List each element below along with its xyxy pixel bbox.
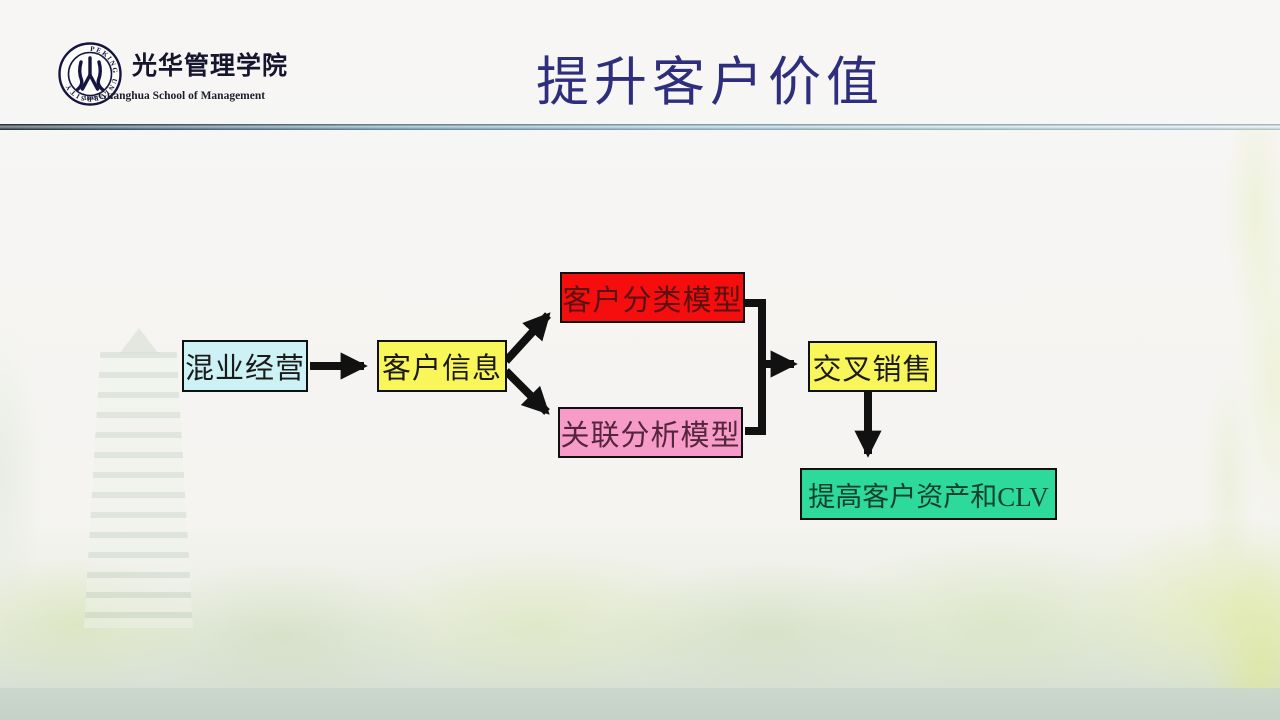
bracket-models-merge [745, 299, 766, 435]
header-divider-line [0, 124, 1280, 130]
node-customer-asset-clv: 提高客户资产和CLV [800, 468, 1057, 520]
node-label: 关联分析模型 [560, 419, 741, 452]
node-mixed-operations: 混业经营 [182, 340, 308, 392]
pagoda-spire [118, 328, 159, 354]
node-label: 混业经营 [184, 353, 305, 385]
background-trees-lake [0, 520, 1280, 720]
logo-chinese-name: 光华管理学院 [132, 53, 289, 80]
slide-title: 提升客户价值 [536, 54, 884, 112]
logo-english-name: Guanghua School of Management [98, 90, 266, 102]
background-left-foliage [0, 300, 70, 650]
node-label: 客户分类模型 [562, 284, 743, 317]
arrow-info-to-classification [503, 312, 551, 364]
seal-emblem [75, 56, 105, 92]
pagoda-body [84, 352, 193, 628]
node-customer-info: 客户信息 [377, 340, 507, 392]
background-willow-branches [1120, 130, 1280, 570]
node-label: 客户信息 [381, 353, 502, 385]
background-lake-water [0, 688, 1280, 720]
pku-seal-icon: PEKING UNIVERSITY 1898 [58, 42, 122, 106]
node-label: 交叉销售 [812, 353, 933, 386]
university-logo: PEKING UNIVERSITY 1898 光华管理学院 Guanghua S… [58, 42, 289, 110]
seal-year-text: 1898 [84, 95, 98, 102]
node-label: 提高客户资产和CLV [808, 481, 1049, 512]
node-classification-model: 客户分类模型 [560, 272, 745, 323]
arrow-info-to-association [503, 368, 550, 415]
node-association-model: 关联分析模型 [558, 407, 743, 458]
node-cross-selling: 交叉销售 [808, 341, 937, 392]
